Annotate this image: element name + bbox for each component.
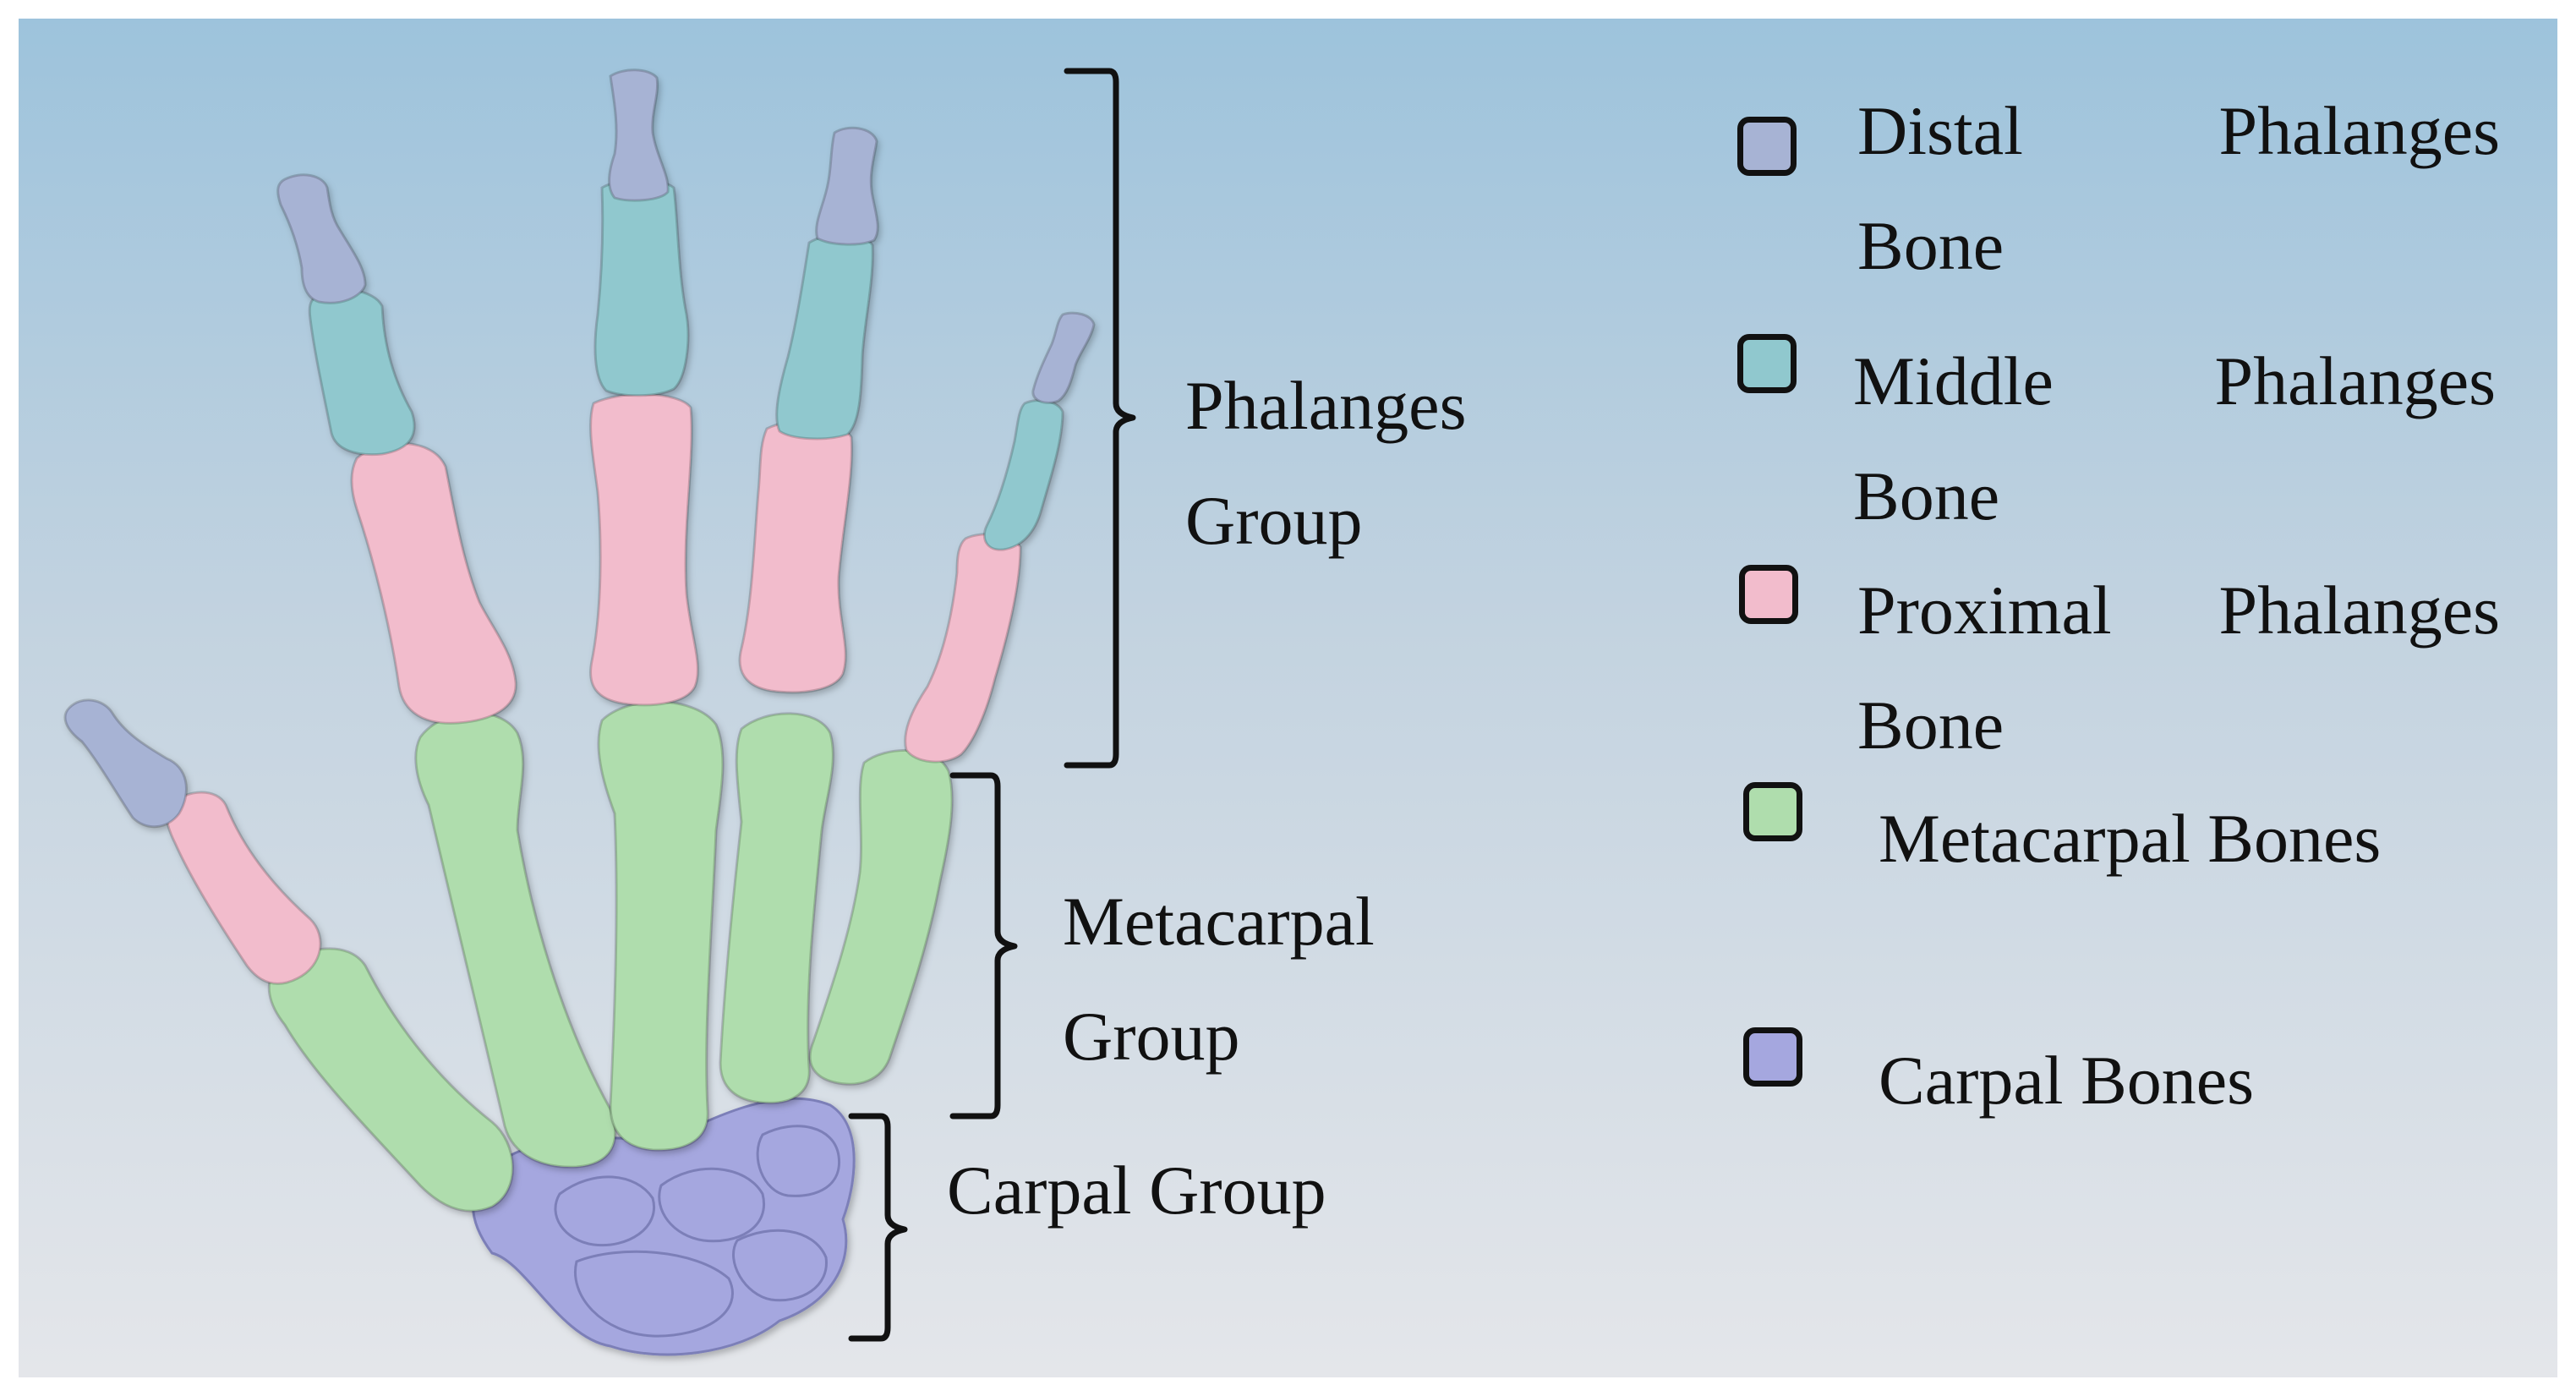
middle-proximal-phalanx [589,392,699,707]
legend-swatch-middle [1737,334,1797,393]
legend-text-metacarpal: Metacarpal Bones [1879,781,2521,896]
legend-text-middle: Middle Phalanges Bone [1853,324,2496,554]
ring-distal-phalanx [815,126,879,246]
little-distal-phalanx [1031,311,1096,404]
ring-metacarpal [719,712,834,1104]
phalanges-group-bracket [1064,68,1136,769]
carpal-bone [574,1250,734,1338]
legend-text-carpal: Carpal Bones [1879,1023,2521,1138]
metacarpal-group-label: Metacarpal Group [1063,864,1375,1094]
carpal-bone [658,1167,765,1243]
legend-distal-line2: Bone [1857,207,2004,284]
thumb [63,698,514,1213]
legend-swatch-distal [1737,117,1797,176]
index-distal-phalanx [276,173,367,304]
legend-proximal-word1: Proximal [1857,572,2112,649]
legend-text-distal: Distal Phalanges Bone [1857,74,2500,304]
diagram-panel: Phalanges Group Metacarpal Group Carpal … [19,19,2557,1377]
carpal-bone [732,1229,828,1302]
index-proximal-phalanx [350,441,517,725]
middle-metacarpal [597,700,725,1152]
phalanges-group-label-line1: Phalanges [1185,367,1467,444]
thumb-distal-phalanx [63,698,188,829]
carpal-bone [554,1175,655,1247]
legend-swatch-metacarpal [1743,782,1802,841]
legend-swatch-carpal [1743,1027,1802,1087]
legend-middle-word2: Phalanges [2214,342,2496,419]
hand-skeleton-illustration [63,68,1136,1356]
middle-distal-phalanx [608,68,670,202]
thumb-proximal-phalanx [165,791,322,985]
carpal-group-bracket [848,1113,908,1342]
ring-middle-phalanx [775,233,874,441]
phalanges-group-label: Phalanges Group [1185,348,1466,578]
legend-middle-word1: Middle [1853,342,2054,419]
little-middle-phalanx [982,399,1064,551]
little-metacarpal [808,749,954,1086]
legend-proximal-line2: Bone [1857,687,2004,764]
legend-distal-word1: Distal [1857,92,2023,169]
legend-middle-line2: Bone [1853,457,2000,534]
legend-text-proximal: Proximal Phalanges Bone [1857,553,2500,783]
metacarpal-group-label-line1: Metacarpal [1063,883,1375,960]
index-finger [276,173,617,1169]
index-metacarpal [414,711,617,1169]
ring-proximal-phalanx [738,419,853,694]
middle-middle-phalanx [593,178,690,397]
carpal-bone [756,1125,841,1197]
little-proximal-phalanx [904,533,1022,764]
little-finger [808,311,1096,1086]
legend-carpal-label: Carpal Bones [1879,1042,2255,1119]
ring-finger [719,126,879,1104]
metacarpal-group-label-line2: Group [1063,998,1240,1075]
legend-metacarpal-label: Metacarpal Bones [1879,800,2382,877]
legend-proximal-word2: Phalanges [2218,572,2500,649]
thumb-metacarpal [267,947,514,1213]
carpal-group-label: Carpal Group [947,1156,1326,1225]
legend-distal-word2: Phalanges [2218,92,2500,169]
carpal-group-label-line1: Carpal Group [947,1152,1326,1229]
metacarpal-group-bracket [949,772,1018,1120]
legend-swatch-proximal [1739,565,1798,624]
index-middle-phalanx [308,288,416,457]
middle-finger [589,68,725,1152]
phalanges-group-label-line2: Group [1185,482,1363,559]
group-brackets [848,68,1136,1342]
